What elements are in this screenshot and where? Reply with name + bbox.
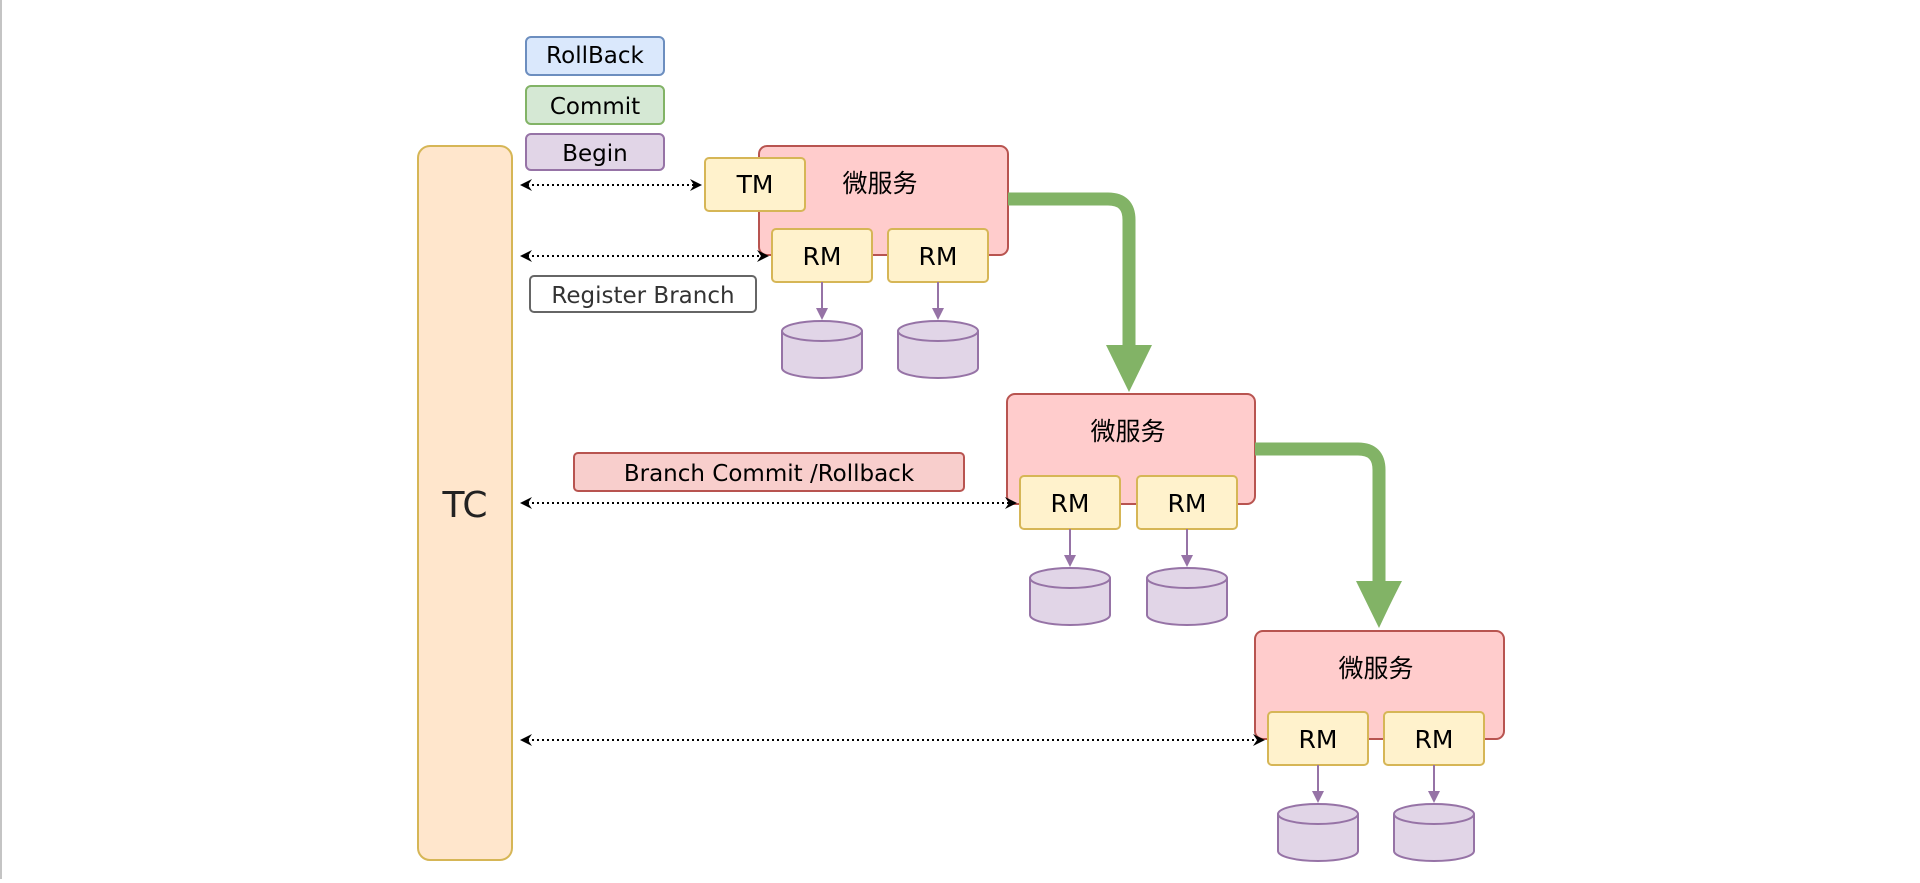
database-icon bbox=[1146, 567, 1228, 626]
rm-label: RM bbox=[803, 242, 842, 271]
flow-arrow-2-to-3 bbox=[1255, 442, 1402, 628]
rm-label: RM bbox=[1168, 489, 1207, 518]
register-branch-label: Register Branch bbox=[551, 283, 734, 309]
tc-node[interactable]: TC bbox=[417, 145, 513, 861]
legend-begin-label: Begin bbox=[562, 141, 628, 167]
service-3-rm-2[interactable]: RM bbox=[1383, 711, 1485, 766]
rm-label: RM bbox=[1299, 725, 1338, 754]
legend-rollback: RollBack bbox=[525, 36, 665, 76]
legend-commit-label: Commit bbox=[550, 94, 640, 120]
service-1-name: 微服务 bbox=[842, 169, 917, 198]
service-2-rm-2[interactable]: RM bbox=[1136, 475, 1238, 530]
flow-arrow-1-to-2 bbox=[1008, 192, 1152, 392]
database-icon bbox=[897, 320, 979, 379]
tm-label: TM bbox=[736, 170, 774, 199]
tm-node[interactable]: TM bbox=[704, 157, 806, 212]
legend-begin: Begin bbox=[525, 133, 665, 171]
rm-label: RM bbox=[919, 242, 958, 271]
database-icon bbox=[1393, 803, 1475, 862]
branch-commit-rollback-label: Branch Commit /Rollback bbox=[624, 461, 915, 487]
service-3-name: 微服务 bbox=[1338, 654, 1413, 683]
rm-label: RM bbox=[1415, 725, 1454, 754]
service-2-name: 微服务 bbox=[1090, 417, 1165, 446]
service-1-rm-1[interactable]: RM bbox=[771, 228, 873, 283]
database-icon bbox=[781, 320, 863, 379]
rm-label: RM bbox=[1051, 489, 1090, 518]
service-2-rm-1[interactable]: RM bbox=[1019, 475, 1121, 530]
database-icon bbox=[1277, 803, 1359, 862]
database-icon bbox=[1029, 567, 1111, 626]
branch-commit-rollback-label-box: Branch Commit /Rollback bbox=[573, 452, 965, 492]
tc-label: TC bbox=[441, 485, 487, 526]
register-branch-label-box: Register Branch bbox=[529, 275, 757, 313]
service-3-rm-1[interactable]: RM bbox=[1267, 711, 1369, 766]
service-1-rm-2[interactable]: RM bbox=[887, 228, 989, 283]
legend-commit: Commit bbox=[525, 85, 665, 125]
legend-rollback-label: RollBack bbox=[546, 43, 644, 69]
